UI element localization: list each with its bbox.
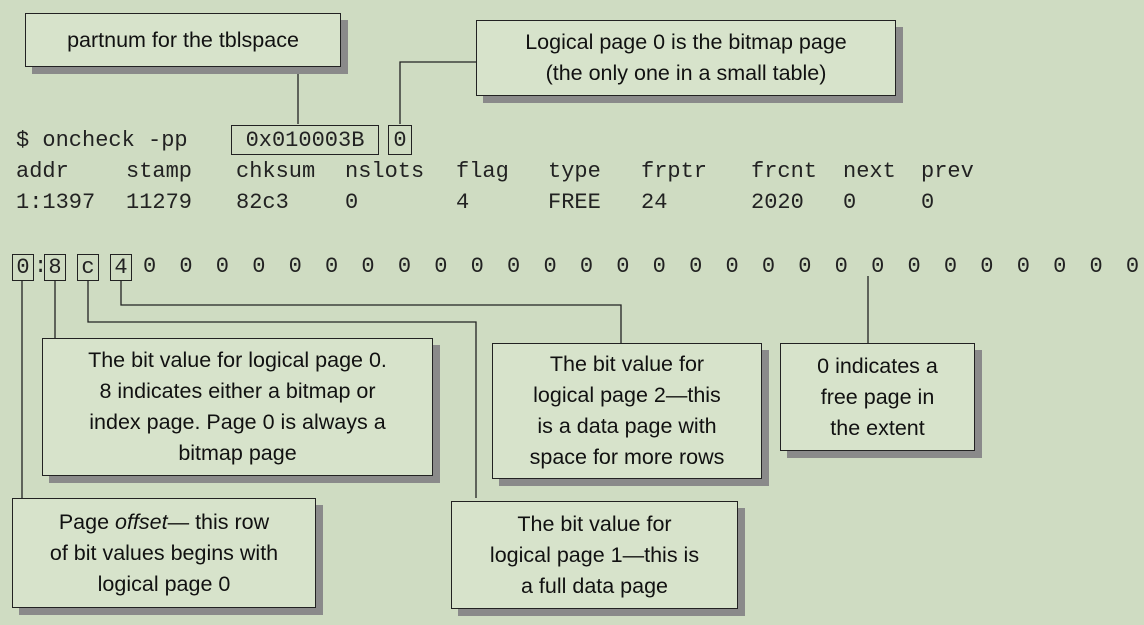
header-flag: flag <box>456 159 509 184</box>
value-type: FREE <box>548 190 601 215</box>
logical-page0-line2: (the only one in a small table) <box>545 61 827 85</box>
page-value: 0 <box>388 125 412 155</box>
page0-connector <box>399 61 477 124</box>
offset-line3: logical page 0 <box>97 571 231 596</box>
offset-line2: of bit values begins with <box>49 540 279 565</box>
header-frcnt: frcnt <box>751 159 818 184</box>
header-type: type <box>548 159 601 184</box>
header-nslots: nslots <box>345 159 425 184</box>
logical-page0-line1: Logical page 0 is the bitmap page <box>525 30 847 54</box>
partnum-value: 0x010003B <box>231 125 379 155</box>
bit-value-page1: c <box>77 254 99 281</box>
header-frptr: frptr <box>641 159 708 184</box>
bit-value-page2: 4 <box>110 254 132 281</box>
value-frptr: 24 <box>641 190 668 215</box>
value-stamp: 11279 <box>126 190 193 215</box>
bit-value-page0: 8 <box>44 254 66 281</box>
header-stamp: stamp <box>126 159 193 184</box>
free-line1: 0 indicates a <box>817 353 938 378</box>
bit-page1-line3: a full data page <box>520 573 669 598</box>
free-line3: the extent <box>830 415 925 440</box>
partnum-callout: partnum for the tblspace <box>25 13 341 67</box>
offset-line1: Page offset— this row <box>58 509 270 534</box>
header-next: next <box>843 159 896 184</box>
bit-page2-line1: The bit value for <box>549 352 705 376</box>
logical-page0-callout: Logical page 0 is the bitmap page (the o… <box>476 20 896 96</box>
bit-page2-line4: space for more rows <box>529 445 725 469</box>
free-line2: free page in <box>820 384 935 409</box>
bit-page1-callout: The bit value for logical page 1—this is… <box>451 501 738 609</box>
bit-page1-line1: The bit value for <box>517 511 672 536</box>
bit-page2-line3: is a data page with <box>537 414 717 438</box>
bitmap-offset: 0 <box>12 254 34 281</box>
bit-page0-line1: The bit value for logical page 0. <box>88 348 387 372</box>
bitmap-separator: : <box>34 254 48 279</box>
value-next: 0 <box>843 190 857 215</box>
value-chksum: 82c3 <box>236 190 289 215</box>
header-addr: addr <box>16 159 69 184</box>
bit-page0-line4: bitmap page <box>178 441 297 465</box>
bit-page0-callout: The bit value for logical page 0. 8 indi… <box>42 338 433 476</box>
bit-page1-line2: logical page 1—this is <box>489 542 700 567</box>
bit-page2-callout: The bit value for logical page 2—this is… <box>492 343 762 479</box>
page-offset-callout: Page offset— this row of bit values begi… <box>12 498 316 608</box>
bit-page2-line2: logical page 2—this <box>533 383 721 407</box>
header-chksum: chksum <box>236 159 316 184</box>
value-flag: 4 <box>456 190 470 215</box>
value-nslots: 0 <box>345 190 359 215</box>
bit-page2-connector <box>120 280 622 343</box>
value-addr: 1:1397 <box>16 190 96 215</box>
bit-page0-line3: index page. Page 0 is always a <box>89 410 386 434</box>
header-prev: prev <box>921 159 974 184</box>
free-page-callout: 0 indicates a free page in the extent <box>780 343 975 451</box>
bit-page1-connector <box>87 280 477 498</box>
command-prompt: $ oncheck -pp <box>16 128 188 153</box>
bit-page0-line2: 8 indicates either a bitmap or <box>99 379 376 403</box>
value-frcnt: 2020 <box>751 190 804 215</box>
connector-lines <box>21 61 869 498</box>
partnum-callout-text: partnum for the tblspace <box>67 27 299 52</box>
bitmap-remaining-values: 0 0 0 0 0 0 0 0 0 0 0 0 0 0 0 0 0 0 0 0 … <box>143 254 1144 279</box>
value-prev: 0 <box>921 190 935 215</box>
